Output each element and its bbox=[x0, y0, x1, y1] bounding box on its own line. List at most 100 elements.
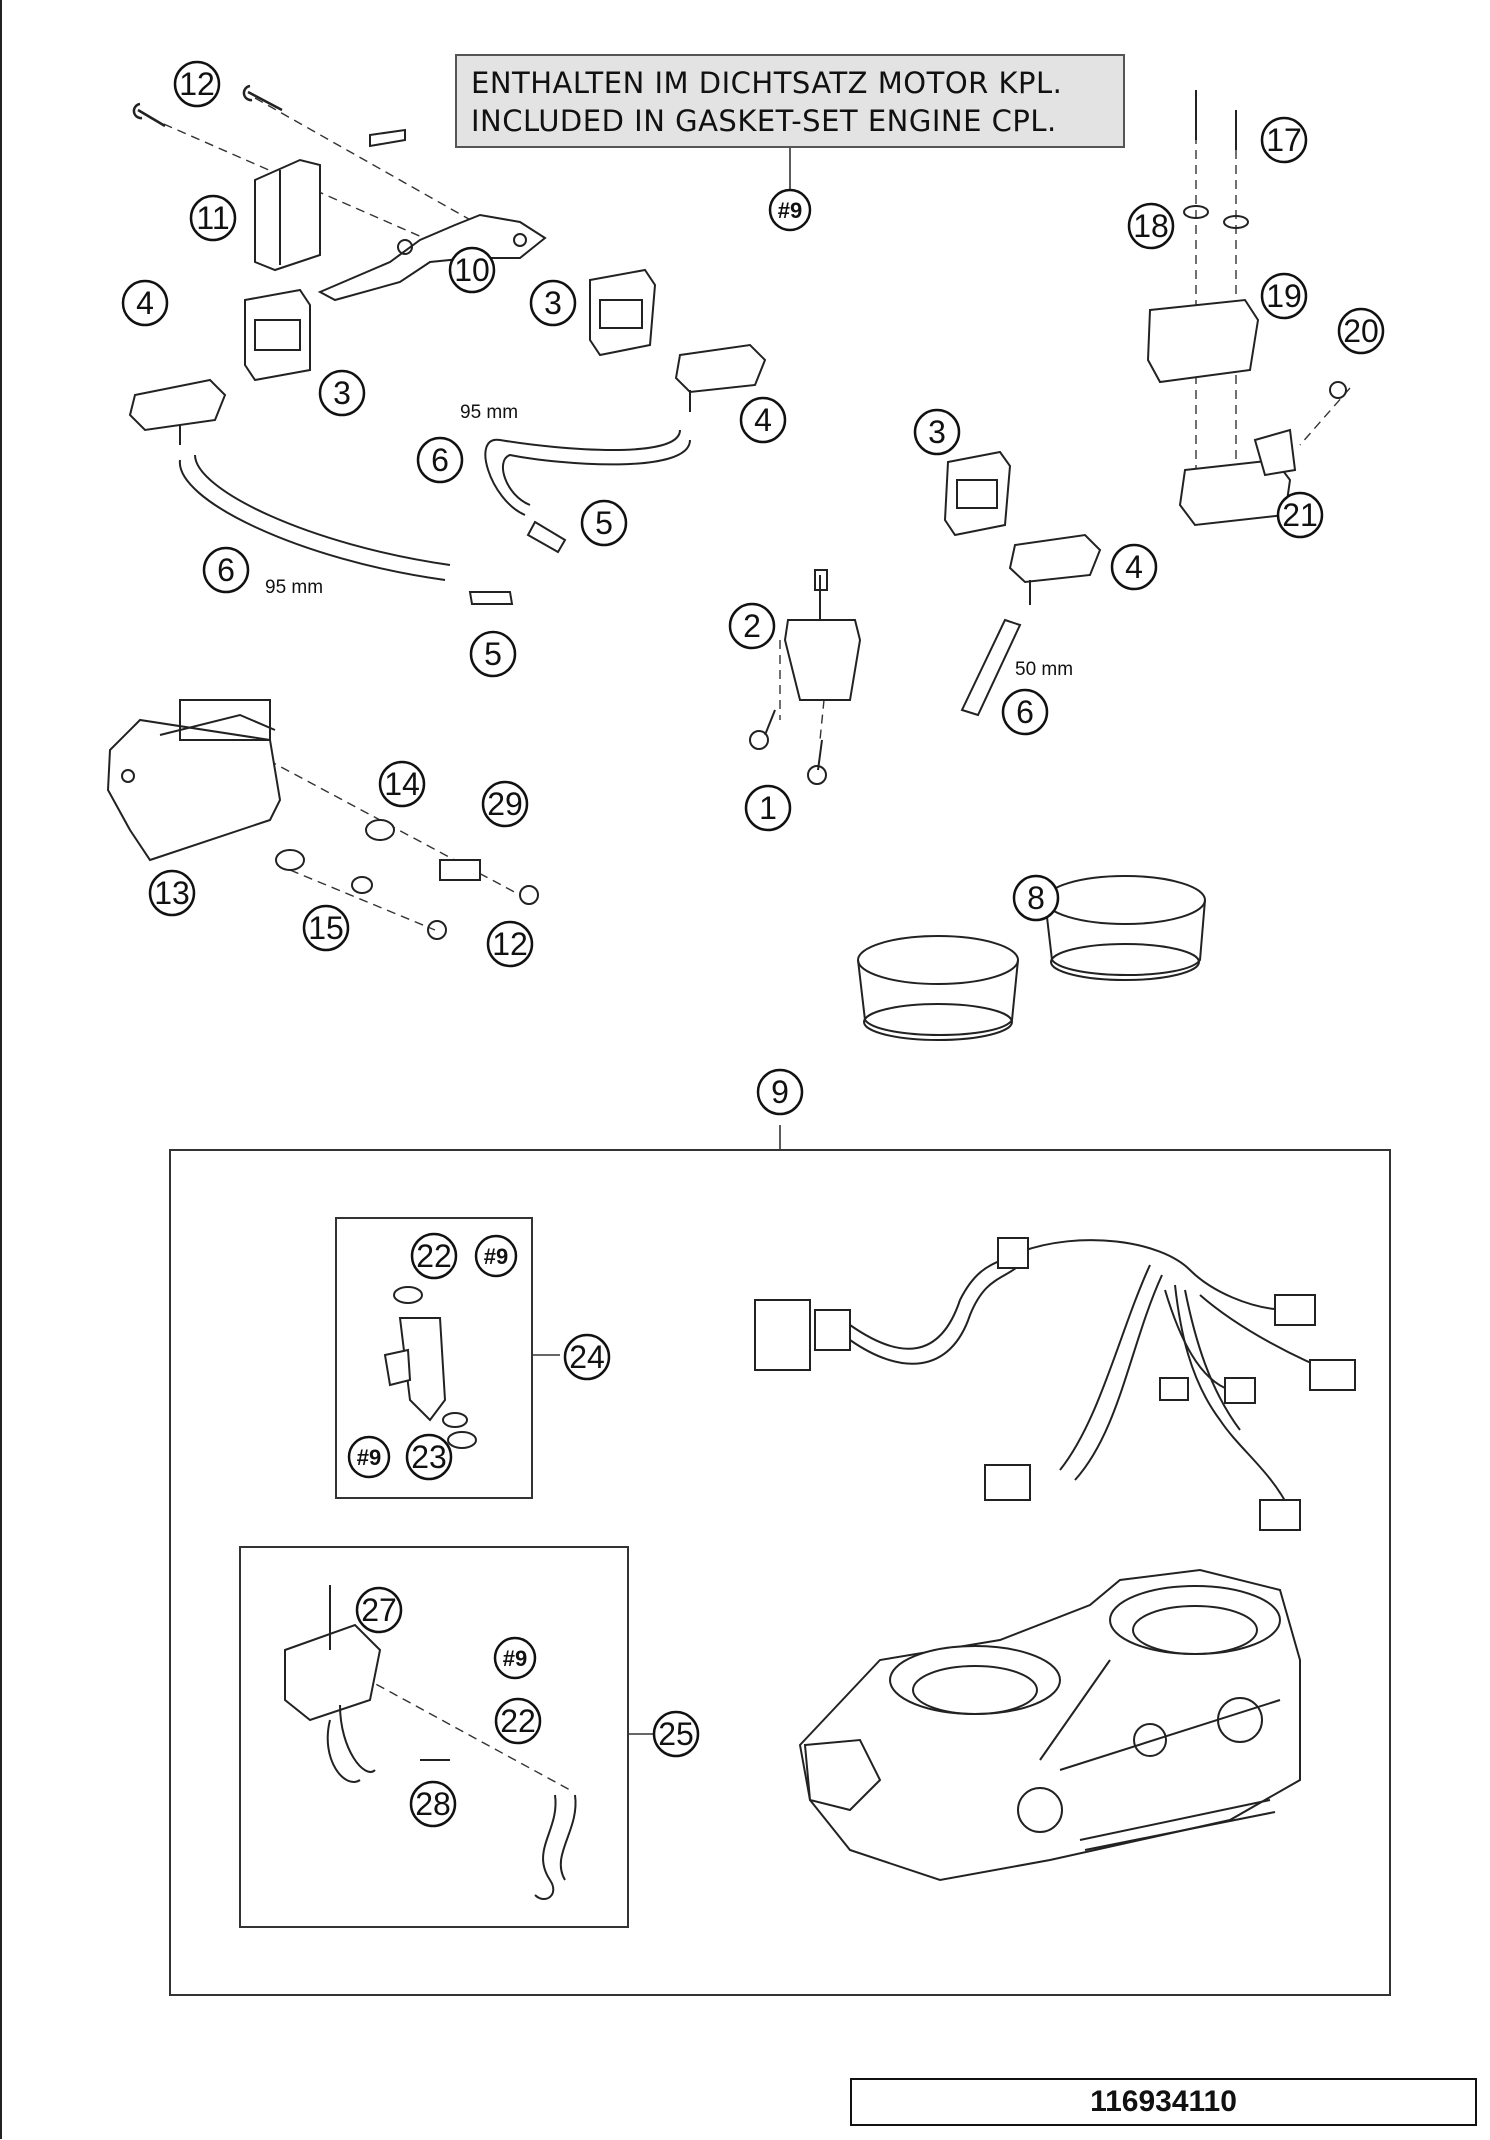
callout-17: 17 bbox=[1260, 116, 1308, 164]
hose-length-label-left: 95 mm bbox=[265, 577, 323, 598]
callout-14: 14 bbox=[378, 760, 426, 808]
callout-8: 8 bbox=[1012, 874, 1060, 922]
svg-text:24: 24 bbox=[569, 1339, 605, 1375]
callout-19: 19 bbox=[1260, 272, 1308, 320]
callout-15: 15 bbox=[302, 904, 350, 952]
gasket-set-note: ENTHALTEN IM DICHTSATZ MOTOR KPL. INCLUD… bbox=[455, 54, 1125, 148]
hose-nipple-part bbox=[468, 520, 567, 605]
callout-4-left: 4 bbox=[121, 279, 169, 327]
callout-25: 25 bbox=[652, 1710, 700, 1758]
svg-text:8: 8 bbox=[1027, 880, 1045, 916]
callout-ref9-top: #9 bbox=[768, 188, 812, 232]
throttle-body-group-frame bbox=[169, 1149, 1391, 1996]
callout-5-left: 5 bbox=[469, 630, 517, 678]
svg-text:13: 13 bbox=[154, 875, 190, 911]
sensor-housing-part bbox=[244, 268, 1012, 537]
callout-23: 23 bbox=[405, 1433, 453, 1481]
svg-text:12: 12 bbox=[492, 926, 528, 962]
hose-length-label-center: 95 mm bbox=[460, 402, 518, 423]
leader-lines bbox=[532, 148, 791, 1735]
injector-part bbox=[383, 1286, 477, 1449]
svg-text:#9: #9 bbox=[357, 1445, 381, 1470]
svg-text:4: 4 bbox=[136, 285, 154, 321]
callout-6-right: 6 bbox=[1001, 688, 1049, 736]
callout-4-right: 4 bbox=[1110, 543, 1158, 591]
svg-text:1: 1 bbox=[759, 790, 777, 826]
injector-subgroup-frame bbox=[335, 1217, 533, 1499]
position-sensor-part bbox=[749, 569, 862, 785]
callout-3-center: 3 bbox=[529, 279, 577, 327]
pressure-sensor-part bbox=[128, 343, 1102, 605]
svg-text:5: 5 bbox=[595, 505, 613, 541]
callout-9: 9 bbox=[756, 1068, 804, 1116]
svg-text:4: 4 bbox=[754, 402, 772, 438]
callout-22-injector: 22 bbox=[410, 1232, 458, 1280]
note-line-english: INCLUDED IN GASKET-SET ENGINE CPL. bbox=[471, 104, 1057, 138]
callouts: 12 11 10 #9 4 3 3 4 6 5 6 5 17 18 19 20 … bbox=[121, 60, 1385, 1828]
svg-text:#9: #9 bbox=[778, 198, 802, 223]
svg-text:27: 27 bbox=[361, 1592, 397, 1628]
svg-text:10: 10 bbox=[454, 252, 490, 288]
svg-text:11: 11 bbox=[196, 200, 229, 236]
svg-text:28: 28 bbox=[415, 1786, 451, 1822]
svg-text:#9: #9 bbox=[484, 1244, 508, 1269]
callout-3-right: 3 bbox=[913, 408, 961, 456]
callout-6-left: 6 bbox=[202, 546, 250, 594]
throttle-body-part bbox=[798, 1568, 1301, 1882]
bolt-part bbox=[132, 84, 283, 128]
callout-3-left: 3 bbox=[318, 369, 366, 417]
callout-1: 1 bbox=[744, 784, 792, 832]
drawing-number: 116934110 bbox=[1090, 2085, 1237, 2118]
callout-4-center: 4 bbox=[739, 396, 787, 444]
grommet-part bbox=[275, 819, 540, 940]
svg-text:19: 19 bbox=[1266, 278, 1302, 314]
bypass-valve-part bbox=[284, 1585, 577, 1900]
svg-text:12: 12 bbox=[179, 66, 215, 102]
callout-10: 10 bbox=[448, 246, 496, 294]
callout-18: 18 bbox=[1127, 202, 1175, 250]
svg-text:6: 6 bbox=[217, 552, 235, 588]
callout-ref9-bypass: #9 bbox=[493, 1636, 537, 1680]
callout-13: 13 bbox=[148, 869, 196, 917]
svg-text:6: 6 bbox=[1016, 694, 1034, 730]
callout-ref9-injector-top: #9 bbox=[474, 1234, 518, 1278]
bypass-subgroup-frame bbox=[239, 1546, 629, 1928]
svg-text:6: 6 bbox=[431, 442, 449, 478]
svg-text:4: 4 bbox=[1125, 549, 1143, 585]
svg-text:22: 22 bbox=[500, 1703, 536, 1739]
svg-text:#9: #9 bbox=[503, 1646, 527, 1671]
control-unit-part bbox=[106, 699, 282, 862]
svg-text:21: 21 bbox=[1282, 497, 1318, 533]
svg-text:20: 20 bbox=[1343, 313, 1379, 349]
callout-11: 11 bbox=[189, 194, 237, 242]
callout-20: 20 bbox=[1337, 307, 1385, 355]
callout-12-top: 12 bbox=[173, 60, 221, 108]
svg-text:17: 17 bbox=[1266, 122, 1302, 158]
callout-29: 29 bbox=[481, 780, 529, 828]
callout-12-bottom: 12 bbox=[486, 920, 534, 968]
vacuum-hose-part bbox=[178, 429, 1022, 717]
svg-text:23: 23 bbox=[411, 1439, 447, 1475]
svg-text:15: 15 bbox=[308, 910, 344, 946]
svg-text:29: 29 bbox=[487, 786, 523, 822]
svg-text:2: 2 bbox=[743, 608, 761, 644]
svg-text:9: 9 bbox=[771, 1074, 789, 1110]
callout-5-center: 5 bbox=[580, 499, 628, 547]
callout-24: 24 bbox=[563, 1333, 611, 1381]
svg-text:3: 3 bbox=[928, 414, 946, 450]
callout-22-bypass: 22 bbox=[494, 1697, 542, 1745]
callout-ref9-injector-bottom: #9 bbox=[347, 1435, 391, 1479]
bracket-part bbox=[254, 128, 547, 302]
mounting-bracket-part bbox=[1146, 90, 1348, 527]
drawing-number-box: 116934110 bbox=[850, 2078, 1477, 2126]
callout-21: 21 bbox=[1276, 491, 1324, 539]
wiring-harness-part bbox=[754, 1237, 1356, 1531]
svg-text:14: 14 bbox=[384, 766, 420, 802]
svg-text:22: 22 bbox=[416, 1238, 452, 1274]
callout-6-center: 6 bbox=[416, 436, 464, 484]
svg-text:25: 25 bbox=[658, 1716, 694, 1752]
callout-27: 27 bbox=[355, 1586, 403, 1634]
svg-text:3: 3 bbox=[333, 375, 351, 411]
svg-text:3: 3 bbox=[544, 285, 562, 321]
